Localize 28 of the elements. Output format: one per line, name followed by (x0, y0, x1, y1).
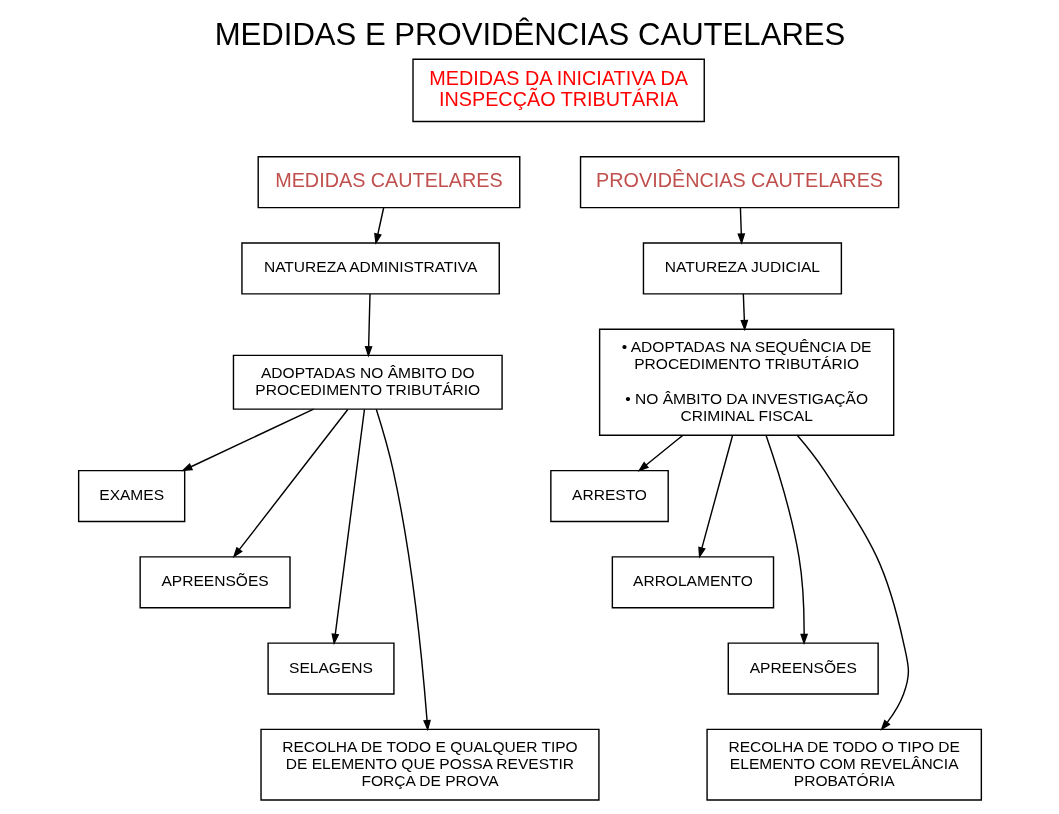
arrow (373, 207, 384, 245)
arrow (375, 408, 431, 732)
node-box: ARRESTO (549, 469, 669, 523)
arrow (736, 207, 745, 245)
node-box: RECOLHA DE TODO O TIPO DE ELEMENTO COM REVELÂNCIA PROBATÓRIA (705, 728, 982, 801)
node-box: RECOLHA DE TODO E QUALQUER TIPO DE ELEMENTO QUE POSSA REVESTIR FORÇA DE PROVA (259, 728, 600, 801)
arrow (364, 293, 373, 358)
node-box: NATUREZA ADMINISTRATIVA (240, 242, 500, 295)
arrow (330, 408, 365, 646)
arrow (180, 408, 314, 472)
node-box: APREENSÕES (727, 642, 879, 695)
node-box: NATUREZA JUDICIAL (642, 242, 842, 295)
node-box: APREENSÕES (138, 556, 291, 609)
node-box: SELAGENS (266, 642, 395, 695)
arrow (232, 408, 348, 559)
arrow (637, 434, 683, 472)
arrow (739, 293, 748, 332)
node-box: EXAMES (77, 469, 185, 523)
arrow (796, 434, 909, 731)
diagram-title: MEDIDAS E PROVIDÊNCIAS CAUTELARES (214, 16, 845, 52)
node-box: ARROLAMENTO (611, 556, 774, 609)
arrow (764, 434, 808, 645)
node-box: MEDIDAS DA INICIATIVA DA INSPECÇÃO TRIBUTÁRIA (411, 58, 705, 123)
node-box: MEDIDAS CAUTELARES (257, 156, 520, 209)
arrow (697, 434, 733, 559)
node-box: • ADOPTADAS NA SEQUÊNCIA DE PROCEDIMENTO TRIBUTÁRIO • NO ÂMBITO DA INVESTIGAÇÃO CRIMINAL FISCAL (598, 328, 894, 436)
node-box: PROVIDÊNCIAS CAUTELARES (579, 156, 899, 209)
node-box: ADOPTADAS NO ÂMBITO DO PROCEDIMENTO TRIBUTÁRIO (232, 354, 503, 410)
